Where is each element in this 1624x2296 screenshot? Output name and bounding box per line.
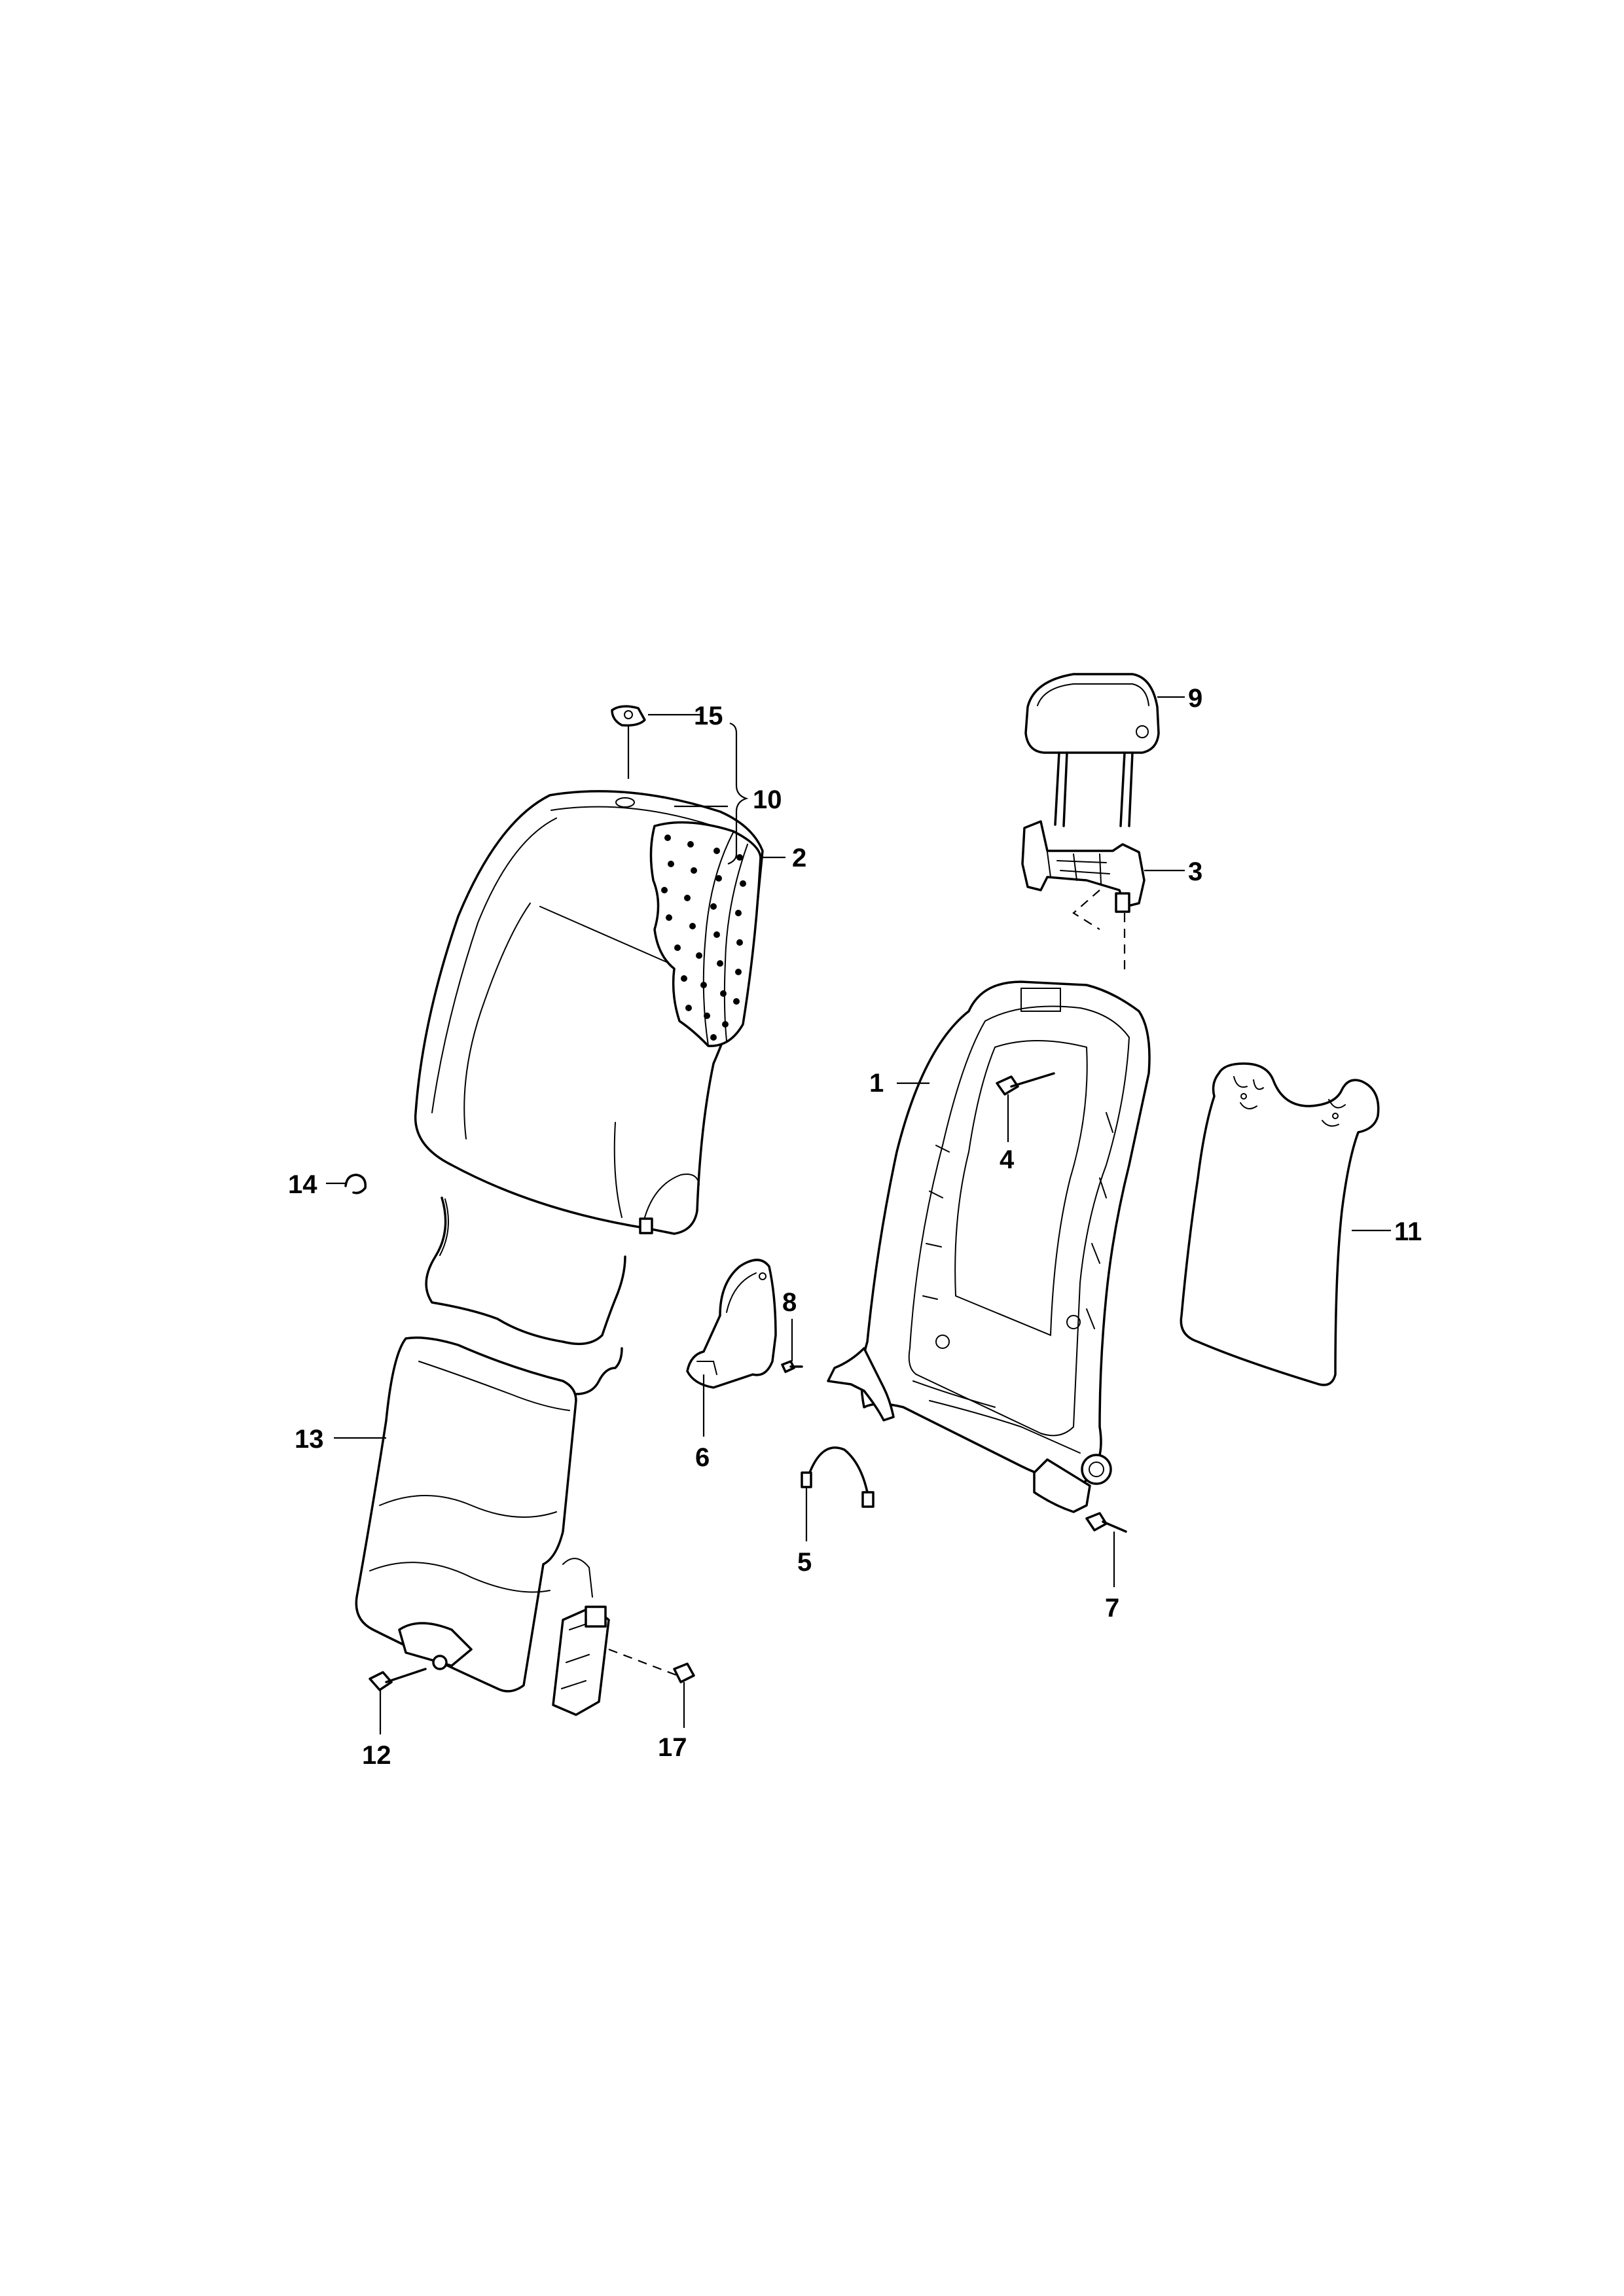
lumbar-support xyxy=(334,1196,626,1693)
callout-12: 12 xyxy=(362,1741,391,1770)
callout-10: 10 xyxy=(753,785,782,814)
seat-back-cover xyxy=(414,790,764,1235)
headrest xyxy=(1024,673,1185,827)
callout-6: 6 xyxy=(695,1443,710,1472)
actuator-module xyxy=(552,1605,695,1728)
callout-2: 2 xyxy=(792,844,806,872)
headrest-guide xyxy=(1021,820,1185,975)
callout-17: 17 xyxy=(658,1733,687,1762)
callout-14: 14 xyxy=(288,1170,317,1199)
callout-labels: 1 2 3 4 5 6 7 8 9 10 11 12 13 14 15 17 xyxy=(288,684,1422,1770)
side-cover xyxy=(686,1259,777,1437)
callout-3: 3 xyxy=(1188,857,1202,886)
bolt-4 xyxy=(996,1072,1055,1142)
callout-8: 8 xyxy=(782,1288,797,1317)
callout-15: 15 xyxy=(694,702,723,730)
screw-8 xyxy=(781,1319,803,1373)
group-bracket xyxy=(648,713,785,865)
screw-12 xyxy=(369,1668,427,1734)
callout-5: 5 xyxy=(797,1548,812,1577)
callout-7: 7 xyxy=(1105,1594,1119,1623)
bolt-7 xyxy=(1085,1512,1127,1587)
clip-14 xyxy=(326,1174,367,1194)
callout-9: 9 xyxy=(1188,684,1202,713)
top-clip xyxy=(611,705,646,779)
cable xyxy=(801,1446,875,1541)
callout-4: 4 xyxy=(1000,1145,1015,1174)
back-panel xyxy=(1180,1062,1391,1386)
callout-11: 11 xyxy=(1394,1217,1422,1246)
callout-1: 1 xyxy=(869,1069,884,1098)
callout-13: 13 xyxy=(295,1425,324,1454)
seat-back-frame xyxy=(827,980,1151,1513)
